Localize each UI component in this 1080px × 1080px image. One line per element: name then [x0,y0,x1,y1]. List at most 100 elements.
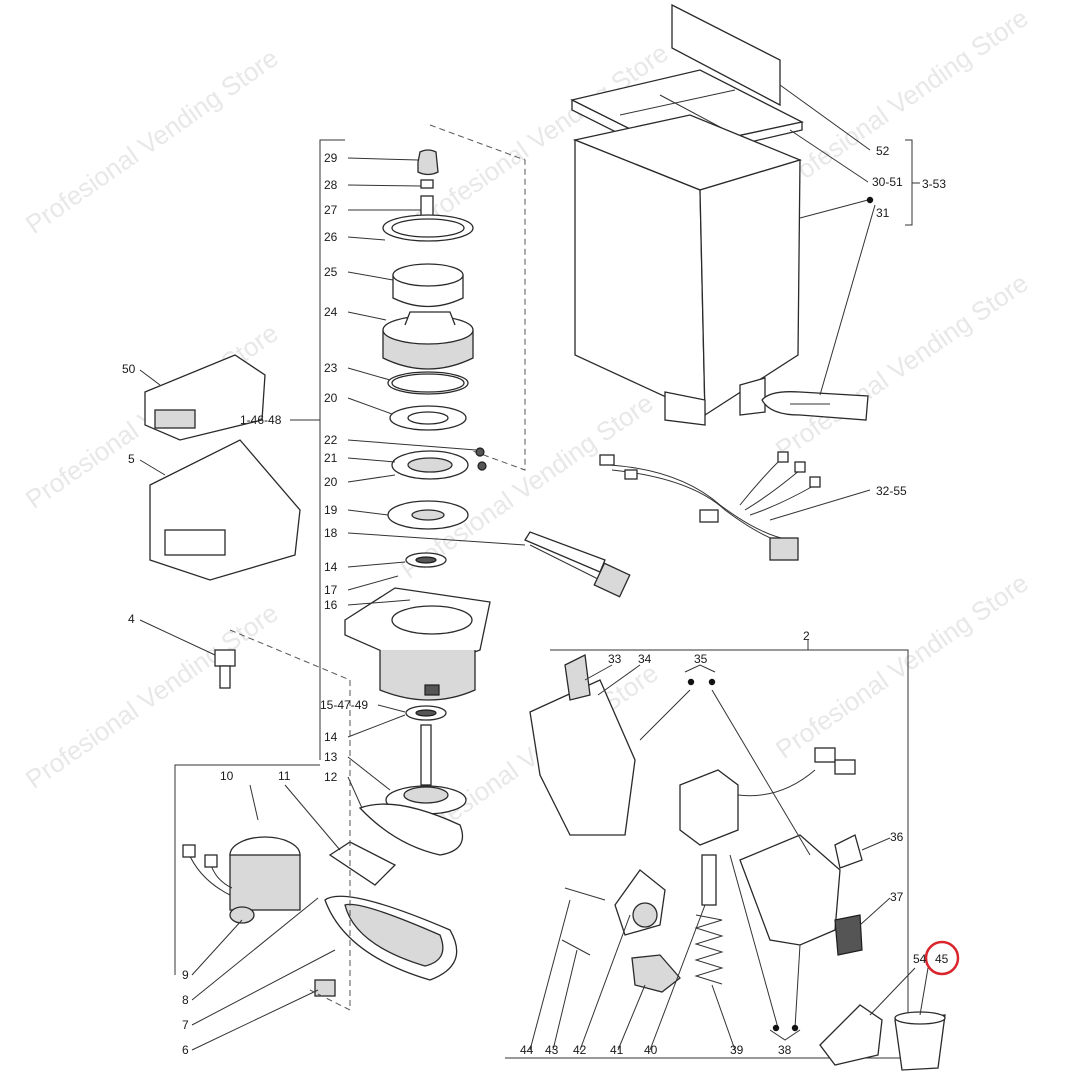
pin-4 [214,649,236,689]
burr-carrier-19 [387,500,469,530]
switch-6 [314,979,336,997]
pin-43 [561,939,591,956]
burr-lower-21 [391,450,469,480]
motor-base-7 [324,895,458,981]
label-21: 21 [324,451,338,465]
label-22: 22 [324,433,338,447]
label-4: 4 [128,612,135,626]
label-25: 25 [324,265,338,279]
pin-44 [564,887,606,901]
label-26: 26 [324,230,338,244]
label-19: 19 [324,503,338,517]
screw-22 [475,447,487,471]
label-38: 38 [778,1043,792,1057]
label-34: 34 [638,652,652,666]
label-36: 36 [890,830,904,844]
ref-dot-38a [772,1024,780,1032]
label-29: 29 [324,151,338,165]
label-14-upper: 14 [324,560,338,574]
solenoid-coil [679,747,856,846]
burr-upper-20 [389,405,467,431]
label-10: 10 [220,769,234,783]
drive-belt-12 [358,803,464,856]
hopper-slide-gate [761,391,869,421]
ref-dot-35b [708,678,716,686]
label-20-upper: 20 [324,391,338,405]
label-33: 33 [608,652,622,666]
clip-36 [834,834,863,869]
label-3-53: 3-53 [922,177,947,191]
label-44: 44 [520,1043,534,1057]
grinder-knob [417,149,439,219]
label-39: 39 [730,1043,744,1057]
flap-41 [631,954,681,993]
label-27: 27 [324,203,338,217]
label-40: 40 [644,1043,658,1057]
bracket-3-53 [905,139,913,226]
bearing-14-upper [405,552,447,568]
ref-dot-35a [687,678,695,686]
doser-bracket-34 [529,679,636,836]
motor-9 [182,836,301,924]
doser-cam-33 [564,654,591,701]
label-5: 5 [128,452,135,466]
ref-dot-38b [791,1024,799,1032]
doser-lever-42 [614,869,666,936]
label-16: 16 [324,598,338,612]
label-2: 2 [803,629,810,643]
label-14-lower: 14 [324,730,338,744]
label-13: 13 [324,750,338,764]
motor-group-frame [174,764,320,975]
label-41: 41 [610,1043,624,1057]
pulley-shaft-13 [385,724,467,815]
label-8: 8 [182,993,189,1007]
label-52: 52 [876,144,890,158]
grinder-ring-upper [382,214,474,242]
grinder-ring-25 [392,263,464,308]
cover-37 [834,914,863,956]
label-37: 37 [890,890,904,904]
chute-5 [149,439,301,581]
spring-39 [694,914,724,985]
grinder-gear-ring-24 [382,311,474,370]
label-6: 6 [182,1043,189,1057]
grinder-body-16 [344,587,491,701]
label-15-47-49: 15-47-49 [320,698,369,712]
label-45: 45 [935,952,949,966]
label-42: 42 [573,1043,587,1057]
ref-dot-31 [866,196,874,204]
hopper-lid-flap [671,3,781,107]
label-35: 35 [694,652,708,666]
spout-54 [819,1004,883,1066]
label-1-46-48: 1-46-48 [240,413,282,427]
adjust-screw-18 [524,531,631,598]
doser-frame [505,649,909,1059]
label-43: 43 [545,1043,559,1057]
label-18: 18 [324,526,338,540]
grinder-oring-23 [387,371,469,395]
label-11: 11 [278,769,291,783]
label-23: 23 [324,361,338,375]
motor-group-dashed-outline [229,629,351,1011]
plunger-40 [701,854,717,906]
label-50: 50 [122,362,136,376]
doser-housing [739,834,841,946]
label-32-55: 32-55 [876,484,907,498]
label-12: 12 [324,770,338,784]
label-7: 7 [182,1018,189,1032]
wiring-harness [599,451,821,561]
label-17: 17 [324,583,338,597]
cup-45 [894,1011,946,1071]
label-24: 24 [324,305,338,319]
label-31: 31 [876,206,890,220]
hopper-container [572,114,802,426]
leader-lines [139,84,929,1051]
grinder-column-frame [319,124,526,760]
highlight-circle [924,940,960,976]
label-30-51: 30-51 [872,175,903,189]
label-9: 9 [182,968,189,982]
label-20-lower: 20 [324,475,338,489]
label-54: 54 [913,952,927,966]
